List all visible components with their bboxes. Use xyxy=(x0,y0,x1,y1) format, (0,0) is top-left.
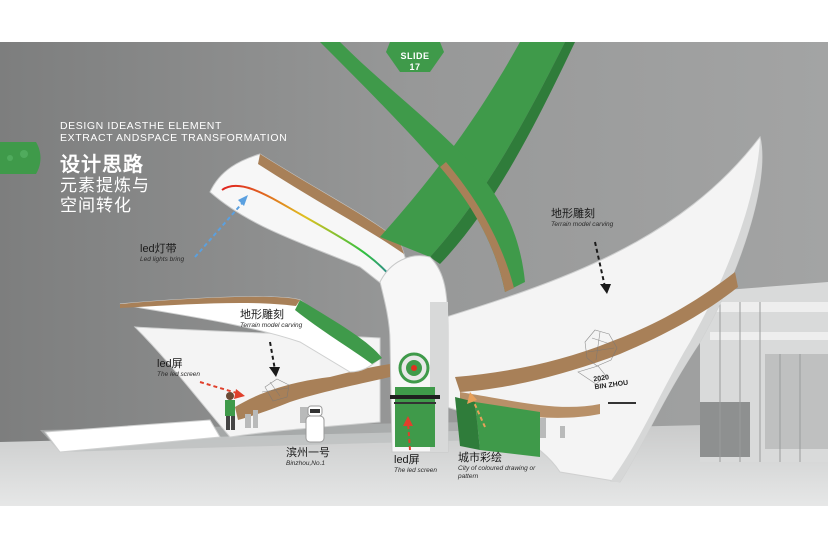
annotation-robot: 滨州一号 Binzhou,No.1 xyxy=(286,444,330,468)
terrain-strip-right xyxy=(455,272,738,392)
architectural-rendering xyxy=(0,42,828,506)
green-wave-tab-icon xyxy=(0,142,41,174)
annotation-led-strip: led灯带 Led lights bring xyxy=(140,240,184,264)
arrow-terrain-left xyxy=(269,341,276,371)
arrow-led-strip xyxy=(194,199,246,258)
annotation-terrain-left: 地形雕刻 Terrain model carving xyxy=(240,306,302,330)
annotation-led-screen-center: led屏 The led screen xyxy=(394,451,437,475)
title-en-line2: EXTRACT ANDSPACE TRANSFORMATION xyxy=(60,132,288,144)
terrain-strip-left xyxy=(235,364,390,420)
annotation-terrain-right-en: Terrain model carving xyxy=(551,221,614,228)
annotation-terrain-right: 地形雕刻 Terrain model carving xyxy=(551,205,613,229)
slide-number: 17 xyxy=(409,62,421,72)
visitor-figure xyxy=(225,392,235,430)
title-en-line1: DESIGN IDEASTHE ELEMENT xyxy=(60,120,222,132)
arrow-city-painting xyxy=(471,397,486,428)
arrow-led-screen-center xyxy=(407,421,411,451)
annotation-led-strip-cn: led灯带 xyxy=(140,243,177,255)
title-cn-sub-line1: 元素提炼与 xyxy=(60,176,150,195)
column-text-bar xyxy=(390,395,440,399)
annotation-led-screen-left: led屏 The led screen xyxy=(157,355,200,379)
annotation-led-screen-center-en: The led screen xyxy=(394,467,437,474)
annotation-terrain-right-cn: 地形雕刻 xyxy=(551,208,595,220)
annotation-robot-en: Binzhou,No.1 xyxy=(286,460,326,467)
slide-label: SLIDE xyxy=(400,51,430,61)
title-cn-main: 设计思路 xyxy=(60,154,144,176)
annotation-led-screen-left-en: The led screen xyxy=(157,371,200,378)
arrow-terrain-right xyxy=(594,241,606,288)
green-panel-right xyxy=(475,402,540,457)
slide-badge: SLIDE 17 xyxy=(387,51,443,73)
annotation-city-painting-en: City of coloured drawing or pattern xyxy=(458,465,536,480)
annotation-terrain-left-en: Terrain model carving xyxy=(240,322,303,329)
annotation-city-painting-cn: 城市彩绘 xyxy=(458,452,502,464)
annotation-led-strip-en: Led lights bring xyxy=(140,256,185,263)
hexagon-badge-icon xyxy=(386,42,444,72)
annotation-led-screen-left-cn: led屏 xyxy=(157,358,183,370)
right-building xyxy=(700,282,828,462)
title-cn-sub-line2: 空间转化 xyxy=(60,196,132,215)
y-structure-right-arm xyxy=(380,42,565,257)
robot-figure xyxy=(305,405,325,443)
annotation-robot-cn: 滨州一号 xyxy=(286,447,330,459)
annotation-terrain-left-cn: 地形雕刻 xyxy=(240,309,284,321)
city-map-left xyxy=(261,378,290,402)
annotation-led-screen-center-cn: led屏 xyxy=(394,454,420,466)
slide-canvas: SLIDE 17 DESIGN IDEASTHE ELEMENT EXTRACT… xyxy=(0,42,828,506)
annotation-city-painting: 城市彩绘 City of coloured drawing or pattern xyxy=(458,449,538,481)
city-map-right xyxy=(577,329,618,385)
